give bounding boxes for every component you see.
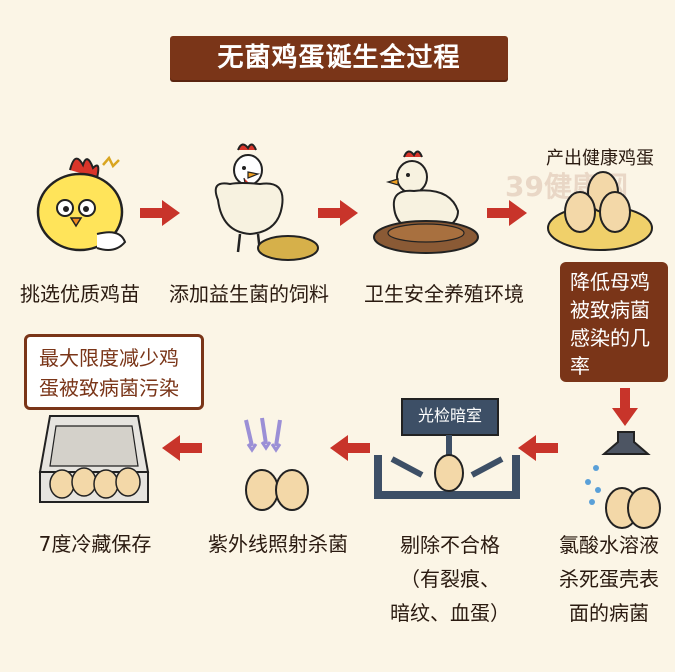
sprayer-eggs-icon: [585, 431, 661, 529]
eggs-nest-icon: [547, 171, 653, 251]
step-label: 紫外线照射杀菌: [208, 532, 348, 556]
candling-machine-icon: [374, 398, 520, 499]
step-label: 产出健康鸡蛋: [546, 148, 654, 169]
step-label: 添加益生菌的饲料: [169, 282, 329, 306]
uv-eggs-icon: [244, 417, 309, 511]
arrow-right-icon: [140, 200, 180, 226]
arrow-left-icon: [518, 435, 558, 461]
rooster-feed-icon: [214, 143, 319, 261]
arrow-right-icon: [318, 200, 358, 226]
egg-carton-icon: [38, 415, 150, 503]
step-label: 卫生安全养殖环境: [364, 282, 524, 306]
dark-room-label: 光检暗室: [417, 406, 482, 425]
arrow-down-icon: [612, 388, 638, 426]
reject-label: 剔除不合格 （有裂痕、 暗纹、血蛋）: [390, 533, 510, 625]
hen-nest-icon: [373, 150, 479, 254]
contamination-note: 最大限度减少鸡 蛋被致病菌污染: [24, 334, 204, 410]
infection-note: 降低母鸡 被致病菌 感染的几 率: [560, 262, 668, 382]
arrow-left-icon: [330, 435, 370, 461]
step-label: 挑选优质鸡苗: [20, 282, 140, 306]
arrow-left-icon: [162, 435, 202, 461]
chick-icon: [36, 155, 127, 252]
page-title: 无菌鸡蛋诞生全过程: [170, 36, 508, 80]
disinfect-label: 氯酸水溶液 杀死蛋壳表 面的病菌: [559, 533, 659, 625]
arrow-right-icon: [487, 200, 527, 226]
step-label: 7度冷藏保存: [38, 532, 152, 556]
